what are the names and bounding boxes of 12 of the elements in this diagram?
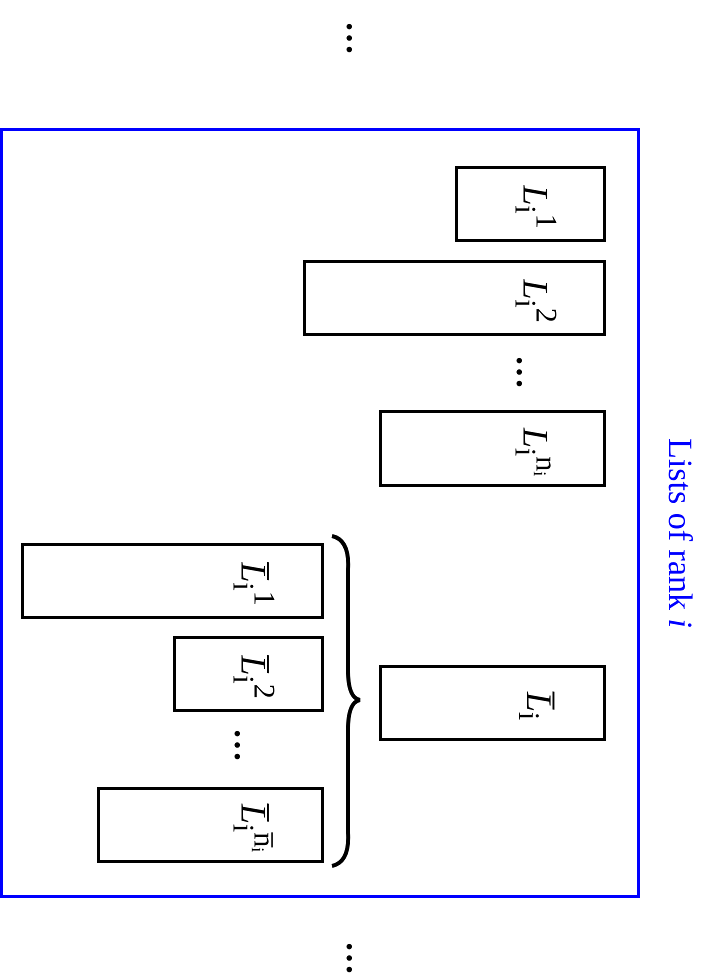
list-box xyxy=(303,260,606,336)
list-box xyxy=(455,166,606,242)
ellipsis: … xyxy=(340,21,374,55)
ellipsis: … xyxy=(340,941,374,975)
list-box xyxy=(379,665,606,741)
ellipsis: … xyxy=(228,728,262,762)
ellipsis: … xyxy=(510,355,544,389)
list-box xyxy=(97,787,324,863)
group-title: Lists of rank i xyxy=(662,438,696,628)
list-box xyxy=(379,410,606,487)
list-box xyxy=(21,543,324,619)
list-box xyxy=(173,636,324,712)
